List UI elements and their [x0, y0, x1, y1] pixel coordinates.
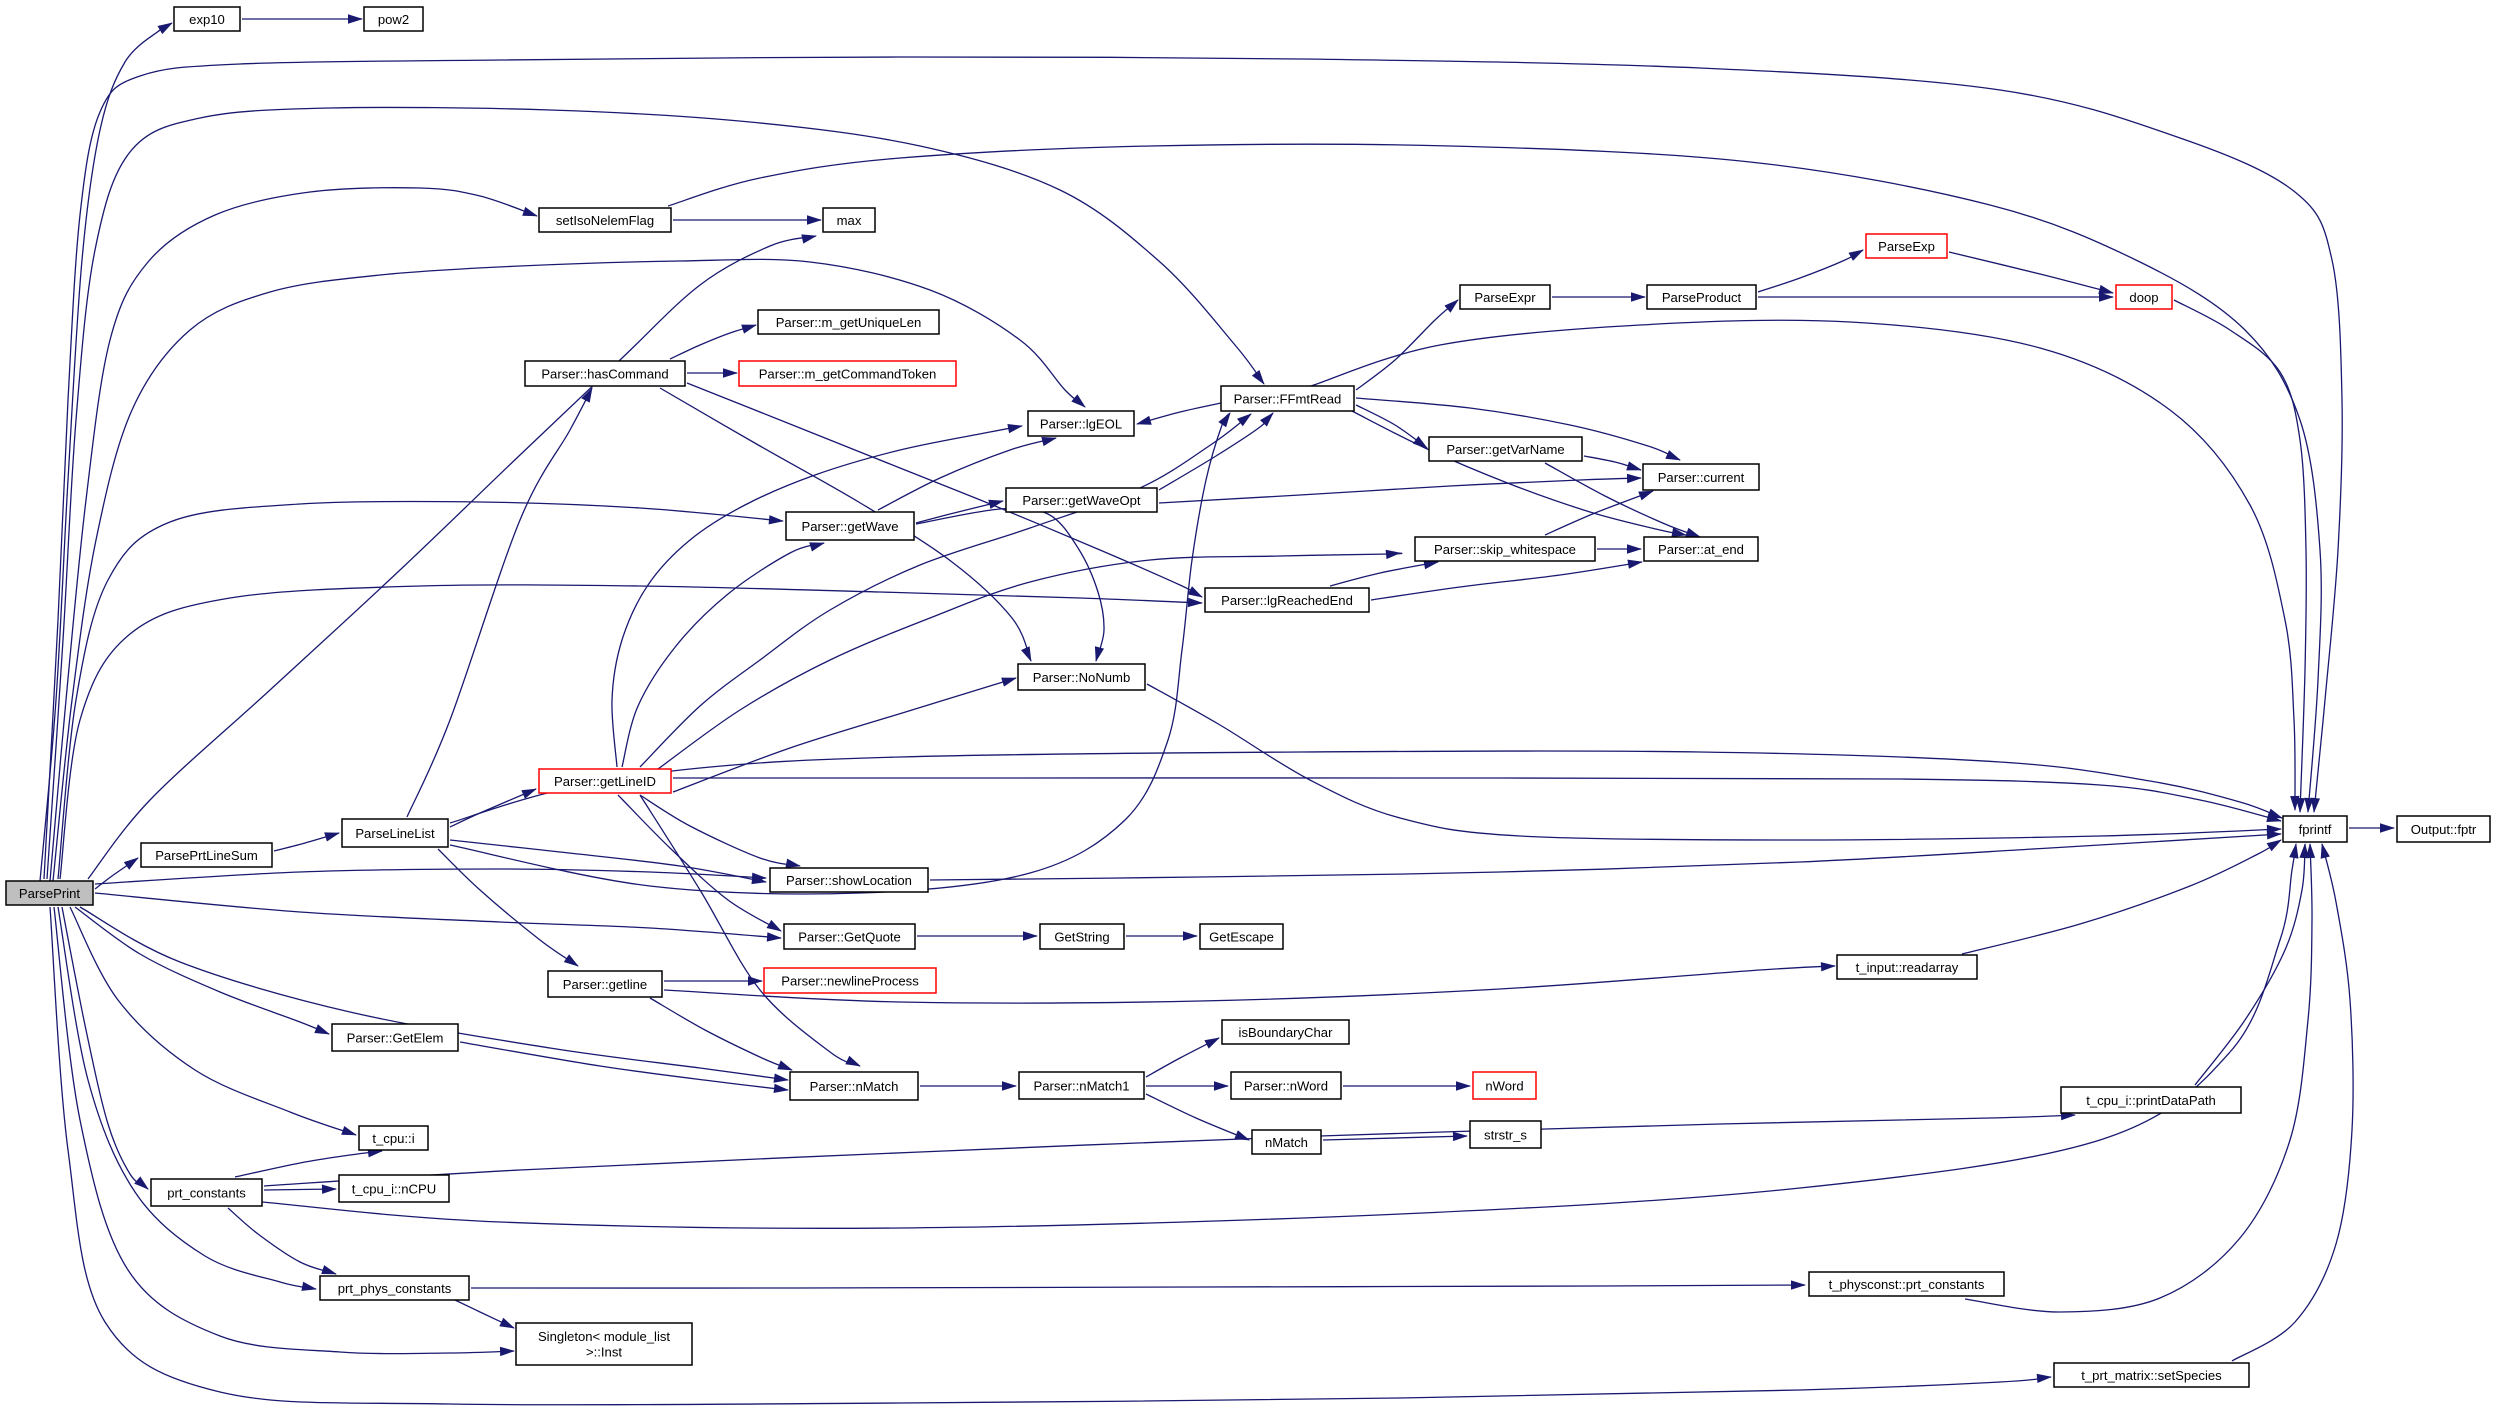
svg-text:GetString: GetString: [1054, 929, 1109, 944]
svg-text:t_cpu::i: t_cpu::i: [372, 1131, 414, 1146]
svg-text:Parser::skip_whitespace: Parser::skip_whitespace: [1434, 542, 1576, 557]
svg-text:Parser::FFmtRead: Parser::FFmtRead: [1234, 391, 1342, 406]
svg-text:nWord: nWord: [1485, 1078, 1523, 1093]
svg-text:Parser::NoNumb: Parser::NoNumb: [1033, 670, 1131, 685]
svg-text:exp10: exp10: [189, 12, 225, 27]
svg-text:strstr_s: strstr_s: [1484, 1127, 1527, 1142]
svg-text:GetEscape: GetEscape: [1209, 929, 1274, 944]
svg-text:t_prt_matrix::setSpecies: t_prt_matrix::setSpecies: [2081, 1368, 2222, 1383]
svg-text:setIsoNelemFlag: setIsoNelemFlag: [556, 213, 654, 228]
svg-text:Parser::newlineProcess: Parser::newlineProcess: [781, 973, 919, 988]
svg-text:Singleton< module_list: Singleton< module_list: [538, 1329, 670, 1344]
svg-text:Parser::m_getUniqueLen: Parser::m_getUniqueLen: [776, 315, 922, 330]
svg-text:ParseExpr: ParseExpr: [1474, 290, 1536, 305]
svg-text:Parser::getWave: Parser::getWave: [801, 519, 898, 534]
svg-text:Parser::hasCommand: Parser::hasCommand: [541, 366, 668, 381]
svg-text:Parser::m_getCommandToken: Parser::m_getCommandToken: [759, 366, 937, 381]
svg-text:Parser::GetQuote: Parser::GetQuote: [798, 929, 901, 944]
svg-text:t_cpu_i::printDataPath: t_cpu_i::printDataPath: [2086, 1093, 2216, 1108]
svg-text:nMatch: nMatch: [1265, 1135, 1308, 1150]
svg-text:Parser::nMatch1: Parser::nMatch1: [1033, 1078, 1129, 1093]
svg-text:Parser::lgReachedEnd: Parser::lgReachedEnd: [1221, 593, 1353, 608]
svg-text:max: max: [837, 213, 862, 228]
svg-text:Parser::showLocation: Parser::showLocation: [786, 873, 912, 888]
svg-text:Parser::nWord: Parser::nWord: [1244, 1078, 1328, 1093]
svg-text:ParseLineList: ParseLineList: [355, 826, 435, 841]
svg-text:ParseExp: ParseExp: [1878, 239, 1935, 254]
svg-text:Parser::current: Parser::current: [1658, 470, 1745, 485]
svg-text:Parser::nMatch: Parser::nMatch: [810, 1079, 899, 1094]
svg-text:Parser::lgEOL: Parser::lgEOL: [1040, 416, 1122, 431]
svg-text:Parser::at_end: Parser::at_end: [1658, 542, 1744, 557]
svg-text:pow2: pow2: [378, 12, 409, 27]
svg-text:ParsePrtLineSum: ParsePrtLineSum: [155, 848, 258, 863]
svg-text:t_cpu_i::nCPU: t_cpu_i::nCPU: [352, 1181, 436, 1196]
svg-text:Output::fptr: Output::fptr: [2411, 822, 2477, 837]
svg-text:t_input::readarray: t_input::readarray: [1856, 960, 1959, 975]
svg-text:prt_phys_constants: prt_phys_constants: [338, 1281, 452, 1296]
svg-text:Parser::getline: Parser::getline: [563, 977, 647, 992]
svg-text:Parser::GetElem: Parser::GetElem: [347, 1030, 444, 1045]
svg-text:Parser::getWaveOpt: Parser::getWaveOpt: [1022, 493, 1140, 508]
svg-text:Parser::getLineID: Parser::getLineID: [554, 774, 656, 789]
svg-text:fprintf: fprintf: [2299, 822, 2332, 837]
svg-text:ParseProduct: ParseProduct: [1662, 290, 1742, 305]
svg-text:>::Inst: >::Inst: [586, 1345, 622, 1360]
svg-text:t_physconst::prt_constants: t_physconst::prt_constants: [1829, 1277, 1985, 1292]
svg-text:ParsePrint: ParsePrint: [19, 886, 80, 901]
svg-text:prt_constants: prt_constants: [167, 1185, 246, 1200]
svg-text:Parser::getVarName: Parser::getVarName: [1446, 442, 1564, 457]
svg-text:doop: doop: [2129, 290, 2158, 305]
svg-text:isBoundaryChar: isBoundaryChar: [1239, 1025, 1334, 1040]
